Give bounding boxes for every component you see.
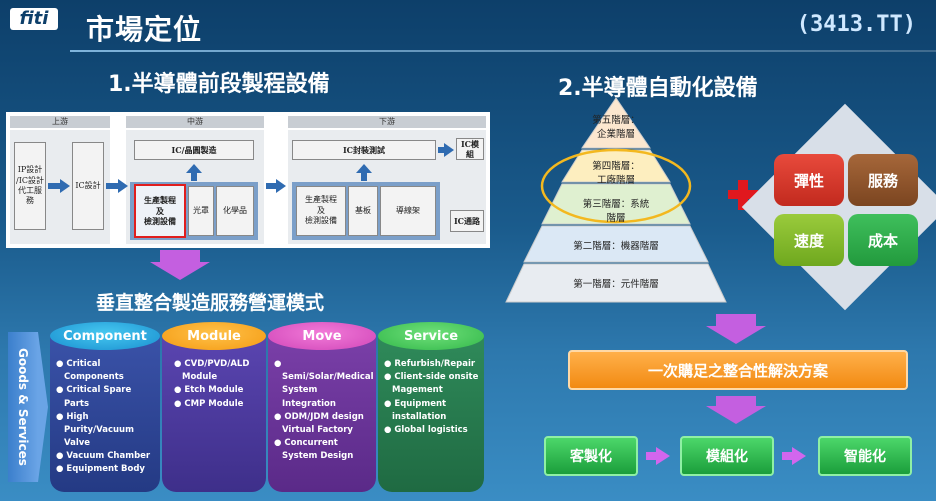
flexibility-tile: 彈性 [774,154,844,206]
right-section-title: 2.半導體自動化設備 [558,76,758,101]
upstream-label: 上游 [10,116,110,128]
service-column: Service ● Refurbish/Repair ● Client-side… [378,322,484,492]
chemicals-box: 化學品 [216,186,254,236]
ip-design-box: IP設計 /IC設計 代工服務 [14,142,46,230]
arrow-bar [438,147,446,153]
integrated-solution-banner: 一次購足之整合性解決方案 [568,350,908,390]
supply-chain-diagram: 上游 中游 下游 IP設計 /IC設計 代工服務 IC設計 IC/晶圓製造 生產… [6,112,490,248]
intelligence-box: 智能化 [818,436,912,476]
list-item: ● Concurrent System Design [274,438,354,462]
arrow-down-icon [150,262,210,280]
arrow-right-icon [792,447,806,465]
arrow-bar [782,452,794,460]
ic-design-box: IC設計 [72,142,104,230]
packaging-box: IC封裝測試 [292,140,436,160]
fiti-logo: fiti [10,8,58,30]
arrow-down-icon [706,326,766,344]
arrow-right-icon [656,447,670,465]
arrow-down-icon [706,406,766,424]
arrow-right-icon [118,179,128,193]
photomask-box: 光罩 [188,186,214,236]
arrow-right-icon [60,179,70,193]
list-item: ● ODM/JDM design Virtual Factory [274,411,364,435]
arrow-up-icon [356,164,372,173]
arrow-bar [106,183,120,189]
arrow-bar [646,452,658,460]
leadframe-box: 導線架 [380,186,436,236]
goods-services-label: Goods & Services [8,332,38,482]
pyramid-level-5: 第五階層： 企業階層 [592,115,640,140]
list-item: ● Critical Spare Parts [56,385,132,409]
list-item: ● Equipment Body [56,464,145,475]
pyramid-level-4: 第四階層： 工廠階層 [592,161,640,186]
list-item: ● Etch Module [174,385,244,396]
module-header: Module [162,322,266,350]
chevron-right-icon [38,332,48,482]
header-divider [70,50,936,52]
module-column: Module ● CVD/PVD/ALD Module ● Etch Modul… [162,322,266,492]
quadrant-diamond-bg [741,103,936,311]
list-item: ● Vacuum Chamber [56,451,151,462]
component-column: Component ● Critical Components ● Critic… [50,322,160,492]
service-tile: 服務 [848,154,918,206]
pyramid-level-1: 第一階層：元件階層 [573,279,659,290]
service-header: Service [378,322,484,350]
arrow-bar [716,396,756,406]
production-equipment-box: 生產製程 及 檢測設備 [296,186,346,236]
list-item: ● High Purity/Vacuum Valve [56,411,134,449]
substrate-box: 基板 [348,186,378,236]
arrow-bar [716,314,756,326]
move-items: ● Semi/Solar/Medical System Integration … [274,358,374,463]
plus-icon [738,180,748,210]
automation-pyramid [505,98,727,303]
arrow-bar [191,173,197,181]
move-column: Move ● Semi/Solar/Medical System Integra… [268,322,376,492]
module-items: ● CVD/PVD/ALD Module ● Etch Module ● CMP… [174,358,262,411]
page-title: 市場定位 [86,13,203,46]
modularization-box: 模組化 [680,436,774,476]
list-item: ● Client-side onsite Magement [384,372,479,396]
speed-tile: 速度 [774,214,844,266]
customization-box: 客製化 [544,436,638,476]
process-equipment-box: 生產製程 及 檢測設備 [134,184,186,238]
list-item: ● Semi/Solar/Medical System Integration [274,359,374,409]
arrow-right-icon [444,143,454,157]
list-item: ● CVD/PVD/ALD Module [174,359,250,383]
downstream-label: 下游 [288,116,486,128]
arrow-bar [48,183,60,189]
stock-ticker: (3413.TT) [796,12,916,37]
midstream-label: 中游 [126,116,264,128]
arrow-right-icon [276,179,286,193]
cost-tile: 成本 [848,214,918,266]
ic-module-box: IC模組 [456,138,484,160]
ic-channel-box: IC通路 [450,210,484,232]
arrow-bar [160,250,200,262]
list-item: ● Equipment installation [384,398,447,422]
left-section-title: 1.半導體前段製程設備 [108,72,330,97]
pyramid-level-3: 第三階層：系統 階層 [582,199,650,224]
wafer-box: IC/晶圓製造 [134,140,254,160]
vertical-integration-title: 垂直整合製造服務營運模式 [96,292,325,314]
pyramid-level-2: 第二階層：機器階層 [573,241,659,252]
arrow-bar [266,183,278,189]
component-items: ● Critical Components ● Critical Spare P… [56,358,156,477]
list-item: ● Refurbish/Repair [384,359,476,369]
service-items: ● Refurbish/Repair ● Client-side onsite … [384,358,480,437]
component-header: Component [50,322,160,350]
list-item: ● Critical Components [56,359,124,383]
list-item: ● CMP Module [174,398,244,409]
move-header: Move [268,322,376,350]
arrow-bar [361,173,367,181]
arrow-up-icon [186,164,202,173]
list-item: ● Global logistics [384,424,468,435]
